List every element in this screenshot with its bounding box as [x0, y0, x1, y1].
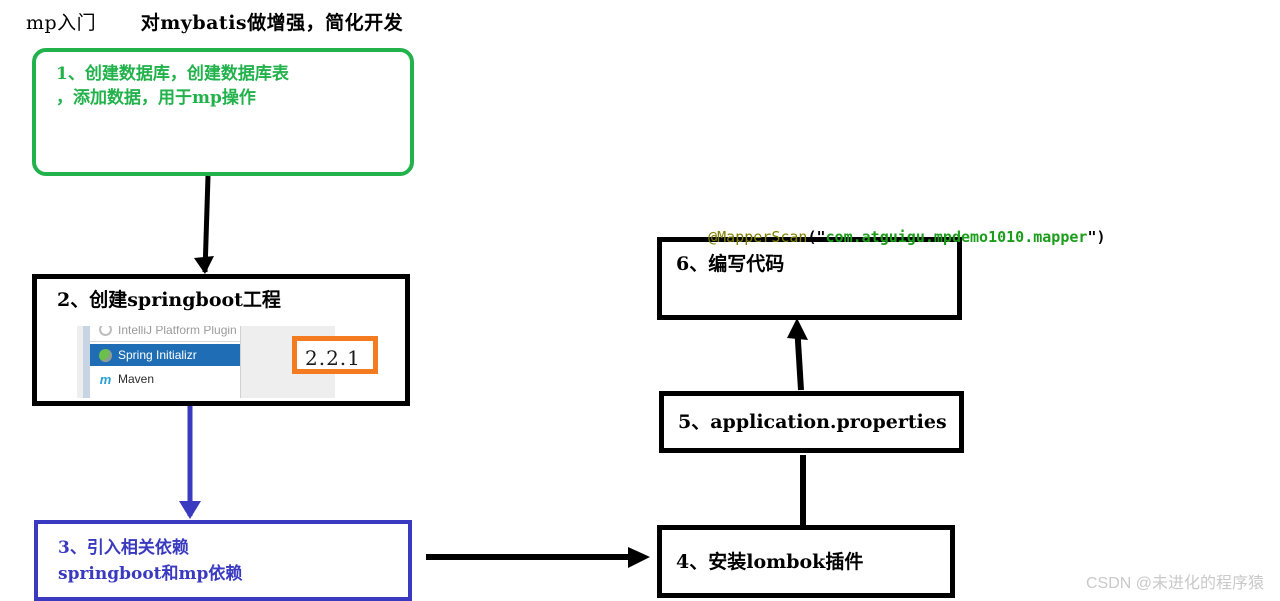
spring-icon — [99, 348, 112, 362]
node-step4-label: 4、安装lombok插件 — [676, 551, 864, 573]
page-title: mp入门 对mybatis做增强，简化开发 — [26, 8, 403, 35]
arrow-step5-to-step6 — [787, 318, 808, 391]
page-title-left: mp入门 — [26, 12, 97, 34]
csdn-watermark: CSDN @未进化的程序猿 — [1085, 575, 1264, 592]
annotation-value: com.atguigu.mpdemo1010.mapper — [825, 228, 1088, 246]
node-step6-label: 6、编写代码 — [676, 253, 785, 275]
arrow-step1-to-step2 — [194, 175, 214, 274]
maven-icon: m — [99, 371, 112, 387]
plugin-icon — [99, 326, 112, 336]
node-step4[interactable]: 4、安装lombok插件 — [657, 525, 955, 598]
ide-list-item-label: Spring Initializr — [118, 348, 197, 362]
node-step2[interactable]: 2、创建springboot工程 IntelliJ Platform Plugi… — [32, 274, 410, 406]
ide-list-item-label: Maven — [118, 372, 155, 386]
page-title-right: 对mybatis做增强，简化开发 — [140, 12, 404, 34]
arrow-step3-to-step4 — [426, 547, 650, 568]
ide-project-type-list: IntelliJ Platform Plugin Spring Initiali… — [90, 326, 241, 398]
node-step5[interactable]: 5、application.properties — [659, 391, 964, 453]
node-step2-label: 2、创建springboot工程 — [57, 289, 281, 311]
node-step3-line1: 3、引入相关依赖 — [58, 538, 189, 558]
arrow-step2-to-step3 — [179, 406, 201, 519]
node-step6[interactable]: 6、编写代码 — [657, 237, 962, 320]
version-badge: 2.2.1 — [292, 336, 378, 374]
ide-list-item-spring-initializr[interactable]: Spring Initializr — [90, 344, 240, 366]
annotation-open: (" — [807, 228, 826, 246]
node-step3[interactable]: 3、引入相关依赖 springboot和mp依赖 — [34, 520, 412, 601]
node-step1[interactable]: 1、创建数据库，创建数据库表 ，添加数据，用于mp操作 — [32, 48, 414, 176]
mapperscan-annotation: @MapperScan("com.atguigu.mpdemo1010.mapp… — [672, 210, 1106, 264]
node-step1-line2: ，添加数据，用于mp操作 — [56, 88, 256, 108]
node-step3-line2: springboot和mp依赖 — [58, 564, 243, 584]
version-badge-label: 2.2.1 — [305, 346, 361, 370]
ide-list-item-plugin[interactable]: IntelliJ Platform Plugin — [90, 326, 240, 342]
ide-list-item-maven[interactable]: m Maven — [90, 368, 240, 390]
ide-accent-stripe — [83, 326, 90, 398]
node-step1-line1: 1、创建数据库，创建数据库表 — [56, 64, 289, 84]
annotation-close: ") — [1087, 228, 1106, 246]
ide-list-item-label: IntelliJ Platform Plugin — [118, 326, 237, 337]
node-step5-label: 5、application.properties — [678, 411, 947, 433]
annotation-name: @MapperScan — [708, 228, 808, 246]
